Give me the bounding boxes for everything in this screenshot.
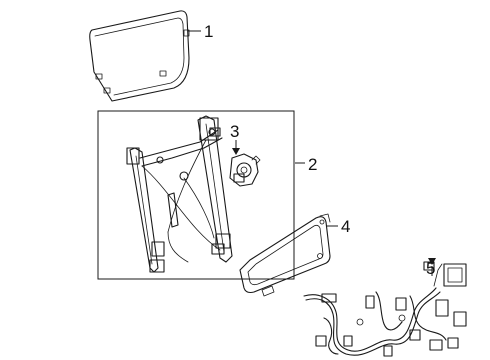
callout-5-arrowhead xyxy=(428,258,436,265)
callout-4: 4 xyxy=(341,217,350,236)
window-panel xyxy=(239,213,331,297)
window-regulator xyxy=(126,115,233,273)
callout-2: 2 xyxy=(308,155,317,174)
callout-3-arrowhead xyxy=(232,148,240,155)
wiring-harness xyxy=(303,261,467,357)
window-motor xyxy=(229,153,261,187)
window-glass xyxy=(89,10,190,102)
callout-5: 5 xyxy=(426,259,435,278)
callout-1: 1 xyxy=(204,22,213,41)
callout-3: 3 xyxy=(230,122,239,141)
regulator-box xyxy=(97,110,295,280)
